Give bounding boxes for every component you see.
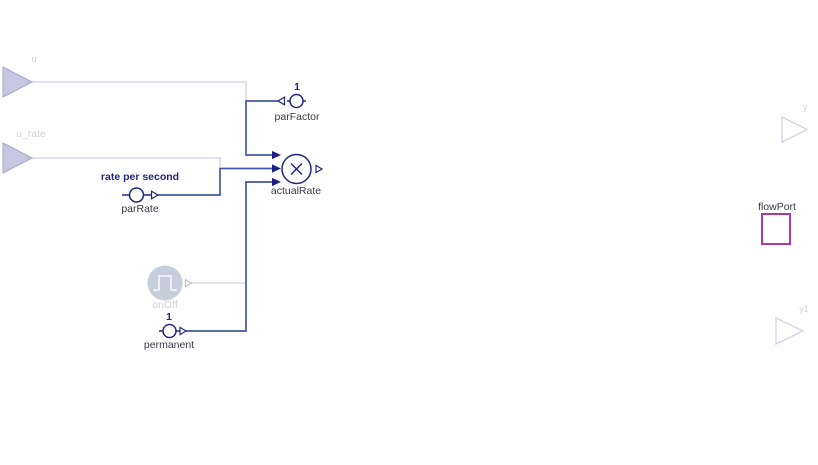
par-factor-value: 1 <box>294 81 300 93</box>
connection-u-to-parfactor-node[interactable] <box>32 81 247 101</box>
output-port-icon[interactable] <box>184 278 193 288</box>
multiply-icon <box>290 162 303 176</box>
connection-parrate-to-actualrate[interactable] <box>158 167 272 196</box>
par-rate-value: rate per second <box>100 170 180 183</box>
input-u-label: u <box>31 54 37 64</box>
output-port-icon[interactable] <box>315 164 324 174</box>
actual-rate-block[interactable] <box>281 153 324 185</box>
connection-permanent-to-actualrate[interactable] <box>186 181 272 332</box>
output-port-icon[interactable] <box>276 96 286 106</box>
output-port-icon[interactable] <box>150 190 160 200</box>
parameter-icon <box>128 187 145 203</box>
input-port-u-rate-icon[interactable] <box>2 142 34 174</box>
par-rate-block[interactable] <box>122 187 160 203</box>
input-u-rate-label: u_rate <box>16 128 46 140</box>
connection-urate-to-parrate-node[interactable] <box>32 157 221 167</box>
connection-parfactor-to-actualrate[interactable] <box>245 100 278 156</box>
arrowhead-icon <box>272 177 281 187</box>
actual-rate-label: actualRate <box>270 184 322 197</box>
output-y-label: y <box>802 102 808 112</box>
on-off-block[interactable] <box>147 265 193 301</box>
parameter-icon <box>162 323 177 339</box>
input-port-u-icon[interactable] <box>2 66 34 98</box>
pulse-icon <box>153 275 177 291</box>
permanent-value: 1 <box>166 311 172 323</box>
flow-port-icon[interactable] <box>761 213 791 245</box>
output-port-y-icon[interactable] <box>781 115 809 144</box>
arrowhead-icon <box>272 150 281 160</box>
par-factor-block[interactable] <box>276 93 306 109</box>
output-port-y1-icon[interactable] <box>775 316 805 346</box>
arrowhead-icon <box>272 164 281 173</box>
par-rate-label: parRate <box>121 202 159 215</box>
parameter-icon <box>289 93 304 109</box>
output-y1-label: y1 <box>799 304 809 314</box>
onoff-block-circle <box>147 265 183 301</box>
permanent-label: permanent <box>143 339 195 351</box>
par-factor-label: parFactor <box>274 110 320 123</box>
on-off-label: onOff <box>152 299 178 311</box>
permanent-block[interactable] <box>159 323 188 339</box>
output-port-icon[interactable] <box>179 326 188 336</box>
flow-port-label: flowPort <box>758 200 796 213</box>
